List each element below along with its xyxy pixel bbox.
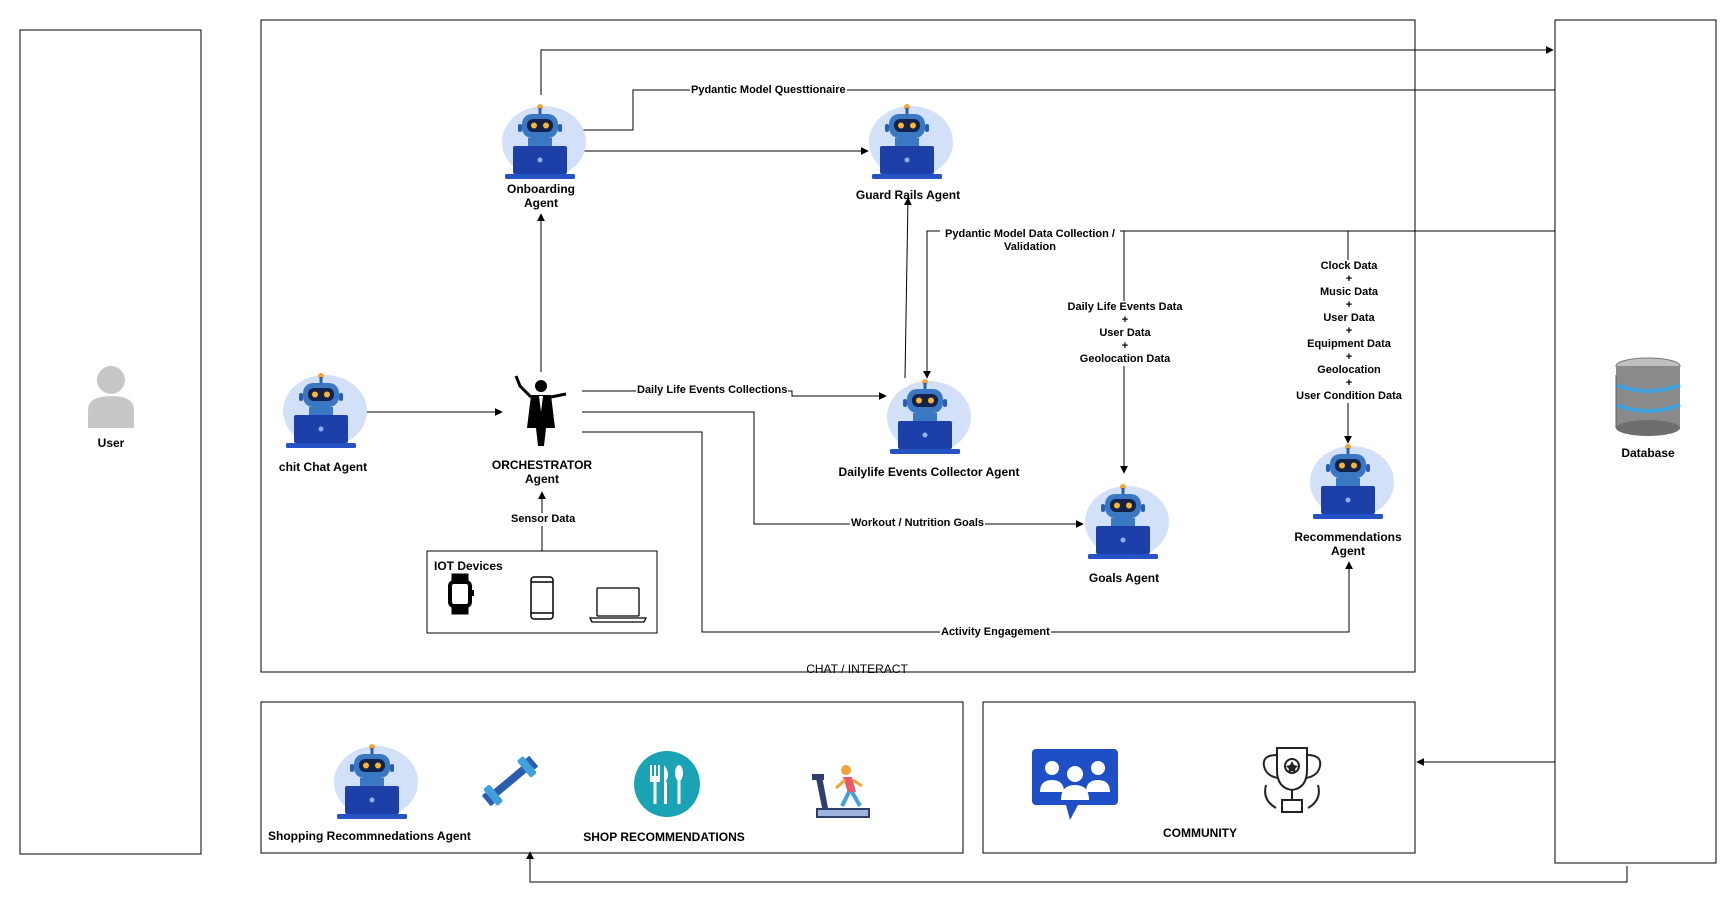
shopping-agent-label: Shopping Recommnedations Agent <box>268 829 471 843</box>
edge-database-goals-inputs <box>1120 230 1348 474</box>
onboarding-agent-label: Onboarding Agent <box>507 182 575 210</box>
chat-interact-label: CHAT / INTERACT <box>806 662 908 676</box>
laptop-icon <box>588 587 648 623</box>
shopping-robot-icon <box>334 744 418 819</box>
database-label: Database <box>1621 446 1675 460</box>
community-container <box>982 701 1416 854</box>
edge-dailylife-to-guardrails <box>903 197 912 379</box>
shop-recommendations-label: SHOP RECOMMENDATIONS <box>583 830 745 844</box>
community-label: COMMUNITY <box>1163 826 1237 840</box>
daily-life-collections-edge-label: Daily Life Events Collections <box>636 384 789 397</box>
edge-orchestrator-activity <box>582 431 1353 633</box>
user-label: User <box>97 436 125 450</box>
chat-interact-container <box>260 19 1416 673</box>
guard-rails-robot-icon <box>869 104 953 179</box>
workout-goals-edge-label: Workout / Nutrition Goals <box>850 517 986 530</box>
onboarding-robot-icon <box>502 104 586 179</box>
dailylife-robot-icon <box>887 379 971 454</box>
chit-chat-agent-label: chit Chat Agent <box>278 460 368 474</box>
trophy-icon <box>1262 747 1322 813</box>
user-silhouette-icon <box>88 366 134 428</box>
iot-devices-label: IOT Devices <box>434 559 503 573</box>
dumbbell-icon <box>482 756 538 806</box>
database-icon <box>1615 357 1681 436</box>
conductor-icon <box>514 375 567 446</box>
edge-database-to-shop <box>526 851 1628 883</box>
edge-onboarding-to-database <box>540 46 1554 95</box>
database-lane <box>1554 19 1717 864</box>
recommendations-robot-icon <box>1310 444 1394 519</box>
questionnaire-edge-label: Pydantic Model Questtionaire <box>690 84 847 97</box>
treadmill-icon <box>812 765 870 818</box>
edge-database-questionnaire <box>572 89 1555 134</box>
sensor-data-edge-label: Sensor Data <box>510 513 577 526</box>
data-validation-edge-label: Pydantic Model Data Collection / Validat… <box>940 228 1120 254</box>
user-lane <box>19 29 202 855</box>
goals-robot-icon <box>1085 484 1169 559</box>
recommendations-agent-label: Recommendations Agent <box>1294 530 1402 558</box>
dailylife-agent-label: Dailylife Events Collector Agent <box>838 465 1020 479</box>
utensils-icon <box>634 751 700 817</box>
guard-rails-agent-label: Guard Rails Agent <box>855 188 961 202</box>
shop-container <box>260 701 964 854</box>
smartphone-icon <box>530 576 554 620</box>
recommendation-inputs-label: Clock Data + Music Data + User Data + Eq… <box>1284 260 1414 403</box>
goals-inputs-label: Daily Life Events Data + User Data + Geo… <box>1060 301 1190 366</box>
activity-engagement-edge-label: Activity Engagement <box>940 626 1051 639</box>
goals-agent-label: Goals Agent <box>1088 571 1160 585</box>
orchestrator-agent-label: ORCHESTRATOR Agent <box>491 458 593 486</box>
chit-chat-robot-icon <box>283 373 367 448</box>
smartwatch-icon <box>448 573 474 615</box>
community-chat-icon <box>1032 749 1118 820</box>
